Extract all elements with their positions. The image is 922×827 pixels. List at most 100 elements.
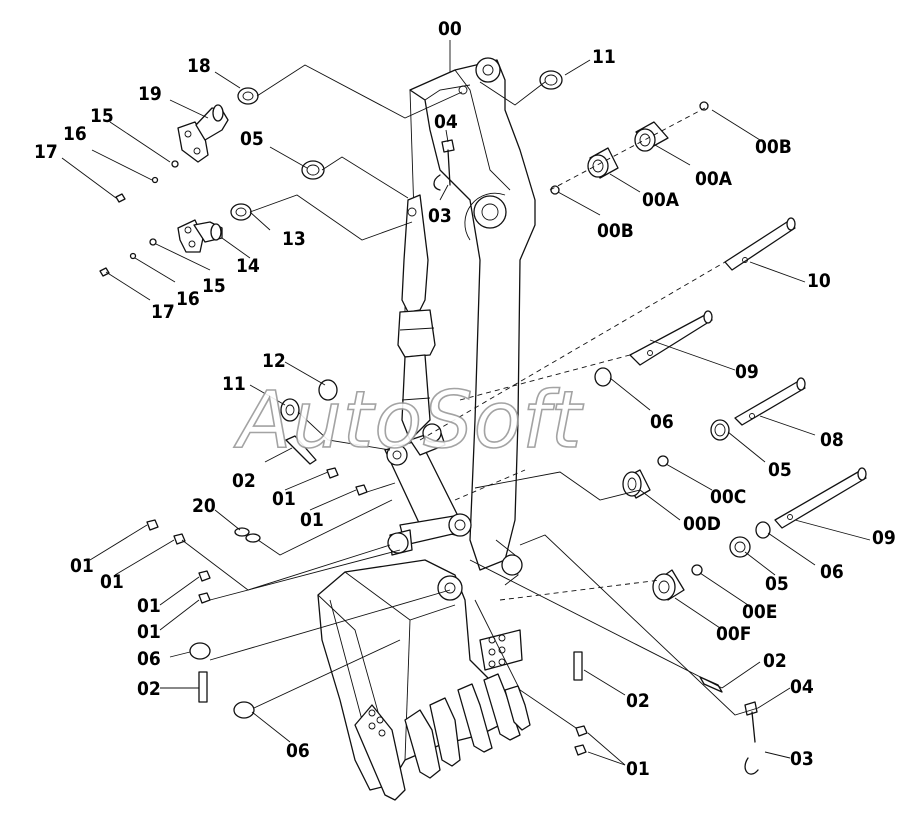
callout-09-upper: 09 [735, 361, 759, 383]
callout-11-top: 11 [592, 46, 616, 68]
ring-00C [657, 455, 669, 467]
nut-01b [355, 484, 368, 496]
lock-pin-03-upper [433, 149, 451, 191]
callout-00A-right: 00A [695, 168, 733, 190]
callout-16-upper: 16 [63, 123, 87, 145]
bucket-cylinder [397, 194, 436, 441]
washer-16a [151, 176, 159, 184]
bushing-00F [652, 569, 685, 601]
bucket [317, 559, 531, 801]
callout-05-mid: 05 [768, 459, 792, 481]
callout-19: 19 [138, 83, 162, 105]
callout-02-right: 02 [763, 650, 787, 672]
callout-20: 20 [192, 495, 216, 517]
bolt-02-upper [285, 435, 317, 465]
callout-00D: 00D [683, 513, 721, 535]
nut-01a [326, 467, 339, 479]
ring-06-upper [594, 367, 612, 387]
nut-01g-lower [574, 744, 587, 756]
shim-18 [237, 87, 259, 105]
callout-06-left: 06 [137, 648, 161, 670]
callout-12: 12 [262, 350, 286, 372]
callout-00A-left: 00A [642, 189, 680, 211]
bolt-17a [115, 193, 126, 203]
callout-00F: 00F [716, 623, 751, 645]
callout-03-lower: 03 [790, 748, 814, 770]
callout-17-lower: 17 [151, 301, 175, 323]
callout-18: 18 [187, 55, 211, 77]
ring-06-bottom [233, 701, 255, 719]
shim-13 [230, 203, 252, 221]
bolt-02-right [699, 676, 723, 693]
callout-06-bottom: 06 [286, 740, 310, 762]
washer-15b [149, 238, 157, 246]
nut-01f [198, 592, 211, 604]
lock-pin-03-lower [744, 711, 759, 775]
callout-03-upper: 03 [428, 205, 452, 227]
callout-05-lower: 05 [765, 573, 789, 595]
callout-15-lower: 15 [202, 275, 226, 297]
pin-08 [734, 377, 806, 426]
callout-06-upper: 06 [650, 411, 674, 433]
retainer-plate-upper [177, 104, 229, 163]
pin-09-lower [774, 467, 867, 529]
washer-15a [171, 160, 179, 168]
shim-05-mid [710, 419, 730, 441]
callout-09-lower: 09 [872, 527, 896, 549]
ring-00B-bottom [550, 185, 560, 195]
guide-links [384, 423, 472, 556]
callout-17-upper: 17 [34, 141, 58, 163]
callout-01-g: 01 [626, 758, 650, 780]
pin-09-upper [629, 310, 713, 366]
callout-00B-bottom: 00B [597, 220, 634, 242]
watermark: AutoSoft [233, 376, 584, 466]
callout-04-lower: 04 [790, 676, 814, 698]
callout-13: 13 [282, 228, 306, 250]
callout-labels: 00 11 18 19 15 16 17 04 05 03 00B 00A 00… [34, 18, 896, 780]
callout-01-f: 01 [137, 621, 161, 643]
leader-lines [61, 40, 871, 766]
pin-04-upper [441, 139, 455, 153]
callout-02-upper: 02 [232, 470, 256, 492]
bolt-17b [99, 267, 110, 277]
callout-01-d: 01 [100, 571, 124, 593]
ring-06-left [189, 642, 211, 660]
bolt-02-left [198, 671, 208, 703]
bushing-00A-right [634, 121, 669, 152]
nut-01g-upper [575, 725, 588, 737]
bushing-00A-left [587, 147, 619, 179]
bushing-00D [622, 469, 651, 499]
callout-02-left: 02 [137, 678, 161, 700]
nut-01e [198, 570, 211, 582]
pin-10 [724, 217, 796, 271]
callout-00C: 00C [710, 486, 746, 508]
callout-01-a: 01 [272, 488, 296, 510]
callout-11-mid: 11 [222, 373, 246, 395]
callout-01-b: 01 [300, 509, 324, 531]
shim-11-mid [280, 398, 300, 422]
callout-15-upper: 15 [90, 105, 114, 127]
retainer-plate-lower [177, 219, 223, 253]
callout-14: 14 [236, 255, 260, 277]
callout-05-upper: 05 [240, 128, 264, 150]
arm-stick [404, 57, 536, 586]
callout-10: 10 [807, 270, 831, 292]
callout-06-mid: 06 [820, 561, 844, 583]
shim-12 [318, 379, 338, 401]
callout-08: 08 [820, 429, 844, 451]
ring-00E [691, 564, 703, 576]
nut-01d [173, 533, 186, 545]
chain-link-20 [234, 527, 261, 543]
nut-01c [146, 519, 159, 531]
callout-01-c: 01 [70, 555, 94, 577]
washer-16b [129, 252, 137, 260]
bolt-02-center [573, 651, 583, 681]
callout-00: 00 [438, 18, 462, 40]
callout-00E: 00E [742, 601, 777, 623]
ring-00B-top [699, 101, 709, 111]
shim-11-top [539, 70, 563, 90]
callout-01-e: 01 [137, 595, 161, 617]
callout-16-lower: 16 [176, 288, 200, 310]
callout-02-center: 02 [626, 690, 650, 712]
